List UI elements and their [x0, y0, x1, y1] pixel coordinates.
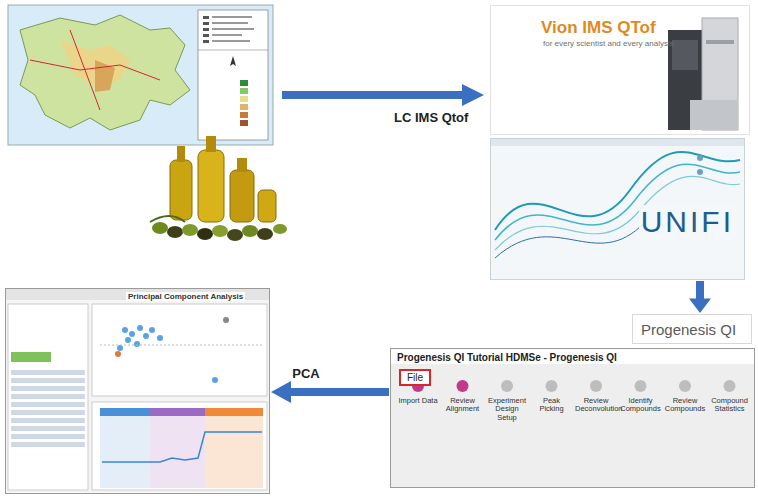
panel-text: Principal Component Analysis — [126, 292, 245, 301]
arrow-label: PCA — [290, 366, 321, 381]
instrument-picture — [490, 5, 750, 135]
software-screenshot-panel: Progenesis QI Tutorial HDMSe - Progenesi… — [390, 348, 755, 488]
flow-arrow — [271, 381, 389, 403]
region-map — [8, 5, 273, 145]
step-label: Identify Compounds — [620, 397, 662, 414]
step-label: Compound Statistics — [709, 397, 751, 414]
step-label: Review Alignment — [442, 397, 484, 414]
panel-text: Progenesis QI — [641, 321, 736, 338]
flow-arrow — [282, 84, 484, 106]
step-label: Import Data — [397, 397, 439, 405]
step-label: Review Deconvolution — [575, 397, 617, 414]
panel-text: Vion IMS QTof — [541, 18, 656, 38]
panel-text: for every scientist and every analysis — [543, 39, 674, 48]
software-panel: UNIFI — [490, 138, 745, 280]
step-label: Review Compounds — [664, 397, 706, 414]
panel-text: UNIFI — [639, 205, 736, 239]
menu-button: File — [399, 369, 431, 386]
pca-screenshot-panel: Principal Component Analysis — [5, 288, 270, 494]
window-title: Progenesis QI Tutorial HDMSe - Progenesi… — [397, 352, 617, 363]
software-screenshot — [390, 348, 755, 488]
software-screenshot — [490, 138, 745, 280]
arrow-label: LC IMS Qtof — [392, 110, 470, 125]
step-label: Peak Picking — [531, 397, 573, 414]
step-label: Experiment Design Setup — [486, 397, 528, 422]
olive-oil-picture — [150, 136, 287, 241]
logo-box: Progenesis QI — [632, 314, 752, 344]
instrument-panel: Vion IMS QToffor every scientist and eve… — [490, 5, 750, 135]
software-screenshot — [5, 288, 270, 494]
flow-arrow — [689, 281, 711, 313]
